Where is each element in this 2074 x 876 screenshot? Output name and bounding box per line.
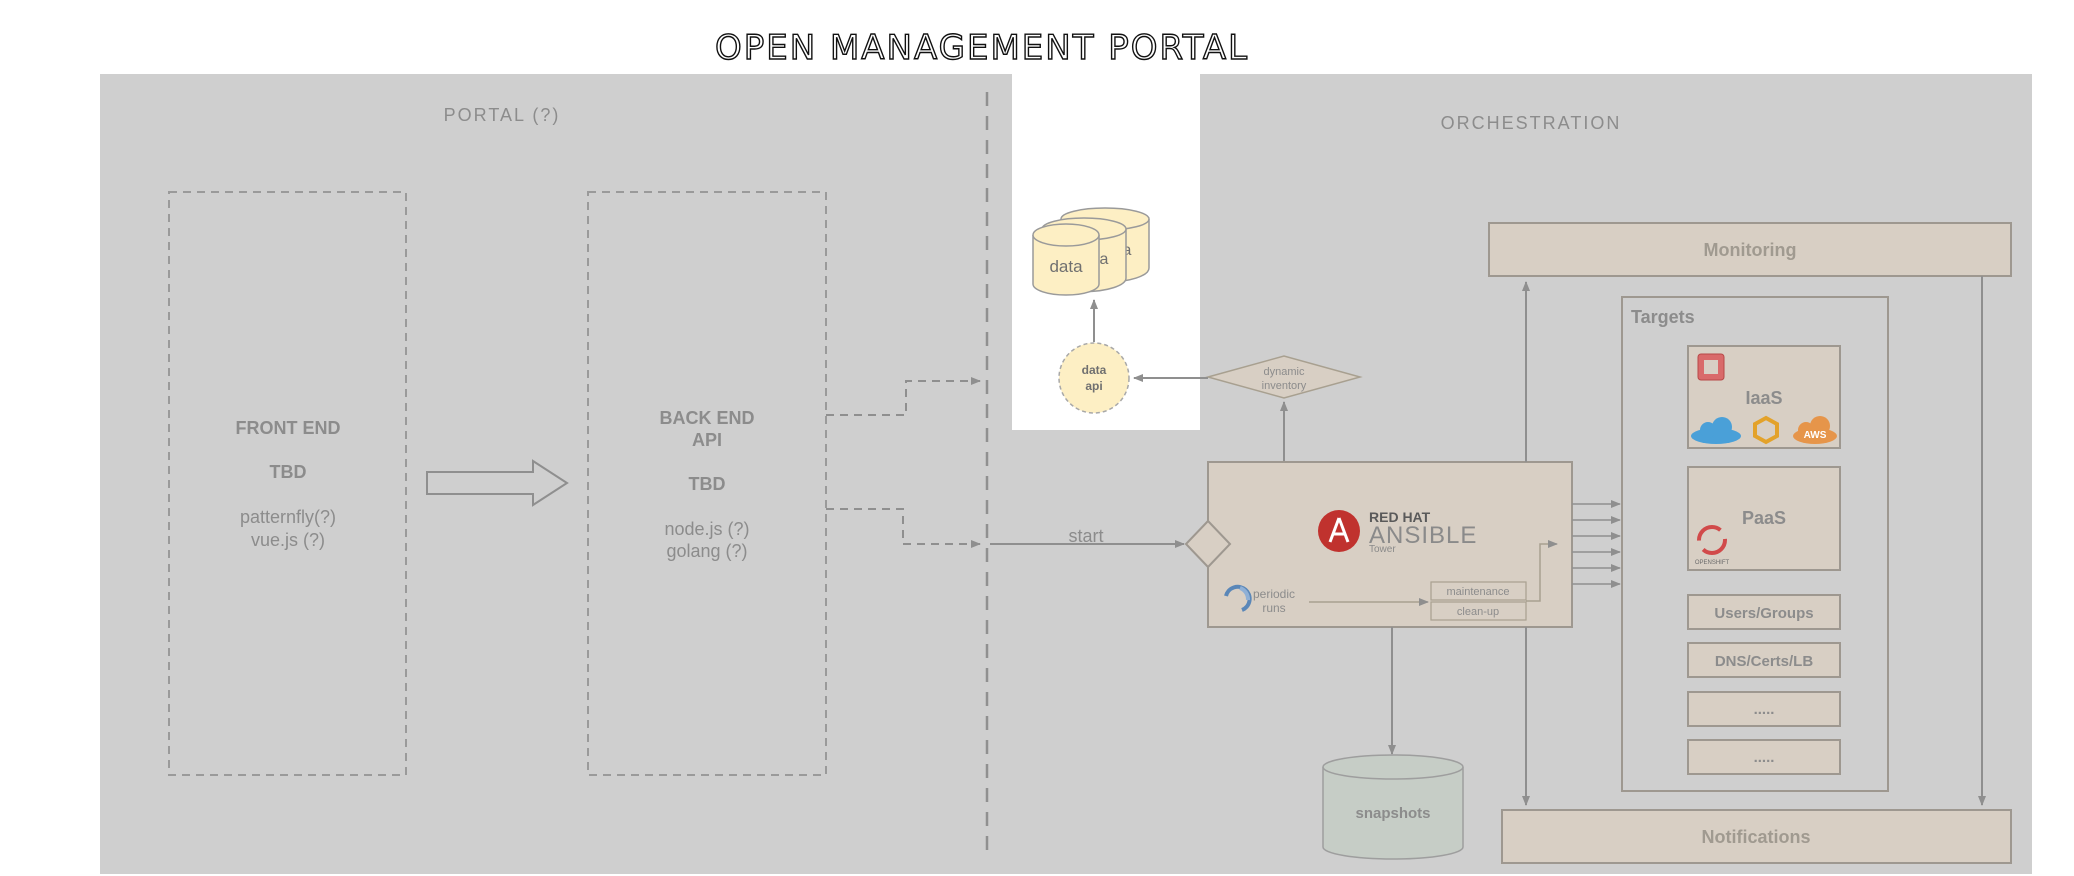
ansible-text: ANSIBLE <box>1369 522 1477 549</box>
aws-icon: AWS <box>1793 416 1837 444</box>
refresh-icon <box>1224 584 1252 612</box>
data-api-node: data api <box>1058 342 1130 414</box>
iaas-box: IaaS AWS <box>1687 345 1841 449</box>
openstack-icon <box>1697 353 1725 381</box>
dns-box <box>1687 642 1841 678</box>
back-end-title-1: BACK END <box>659 408 754 428</box>
tower-text: Tower <box>1369 544 1396 555</box>
notifications-label: Notifications <box>1701 827 1810 847</box>
dynamic-inventory-line-2: inventory <box>1262 380 1307 392</box>
users-groups-box <box>1687 594 1841 630</box>
snapshots-label: snapshots <box>1355 805 1430 822</box>
front-end-box: FRONT END TBD patternfly(?) vue.js (?) <box>168 191 407 776</box>
cleanup-box <box>1430 601 1527 621</box>
front-end-tech-1: patternfly(?) <box>240 507 336 527</box>
data-label-back-2: a <box>1123 242 1132 259</box>
iaas-label: IaaS <box>1745 388 1782 408</box>
data-label: data <box>1049 257 1083 276</box>
back-end-box: BACK END API TBD node.js (?) golang (?) <box>587 191 827 776</box>
monitoring-label: Monitoring <box>1704 240 1797 260</box>
redhat-text: RED HAT <box>1369 509 1431 525</box>
start-label: start <box>1068 526 1103 546</box>
maintenance-box <box>1430 581 1527 601</box>
start-decision-diamond <box>1184 519 1232 569</box>
targets-heading: Targets <box>1631 307 1695 327</box>
data-api-line-2: api <box>1085 379 1102 393</box>
more-box-2 <box>1687 739 1841 775</box>
more-label-1: ..... <box>1754 701 1775 718</box>
back-end-tbd: TBD <box>689 474 726 494</box>
dynamic-inventory-line-1: dynamic <box>1264 366 1305 378</box>
page-title: OPEN MANAGEMENT PORTAL <box>715 28 1249 68</box>
maintenance-label: maintenance <box>1447 586 1510 598</box>
more-label-2: ..... <box>1754 749 1775 766</box>
openshift-label: OPENSHIFT <box>1695 560 1730 566</box>
aws-label: AWS <box>1804 430 1827 441</box>
more-box-1 <box>1687 691 1841 727</box>
front-end-title: FRONT END <box>236 418 341 438</box>
front-end-tech-2: vue.js (?) <box>251 530 325 550</box>
notifications-box <box>1501 809 2012 864</box>
paas-label: PaaS <box>1742 508 1786 528</box>
front-end-tbd: TBD <box>270 462 307 482</box>
periodic-runs-line-2: runs <box>1262 601 1285 615</box>
back-end-tech-1: node.js (?) <box>664 519 749 539</box>
portal-panel <box>100 74 1012 874</box>
azure-cloud-icon <box>1691 417 1741 444</box>
data-api-line-1: data <box>1082 363 1107 377</box>
back-end-tech-2: golang (?) <box>666 541 747 561</box>
data-label-back-1: a <box>1100 251 1109 268</box>
targets-box: Targets IaaS AWS PaaS <box>1621 296 1889 792</box>
portal-heading: PORTAL (?) <box>444 105 561 125</box>
paas-box: PaaS OPENSHIFT <box>1687 466 1841 571</box>
ansible-logo <box>1318 510 1360 552</box>
dns-label: DNS/Certs/LB <box>1715 653 1814 670</box>
monitoring-box <box>1488 222 2012 277</box>
tower-to-targets-arrows <box>1572 500 1621 588</box>
snapshots-store: snapshots <box>1322 754 1464 860</box>
gcp-icon <box>1753 415 1779 445</box>
users-groups-label: Users/Groups <box>1714 605 1813 622</box>
maintenance-arrow <box>1526 540 1558 602</box>
orchestration-heading: ORCHESTRATION <box>1441 113 1622 133</box>
dynamic-inventory-node: dynamic inventory <box>1205 355 1363 399</box>
periodic-runs-line-1: periodic <box>1253 587 1295 601</box>
back-end-title-2: API <box>692 430 722 450</box>
ansible-tower-box: RED HAT ANSIBLE Tower periodic runs main… <box>1184 461 1573 628</box>
openshift-icon <box>1697 525 1727 555</box>
data-store: a a data <box>1032 207 1150 296</box>
flow-arrow <box>426 459 569 507</box>
cleanup-label: clean-up <box>1457 606 1499 618</box>
